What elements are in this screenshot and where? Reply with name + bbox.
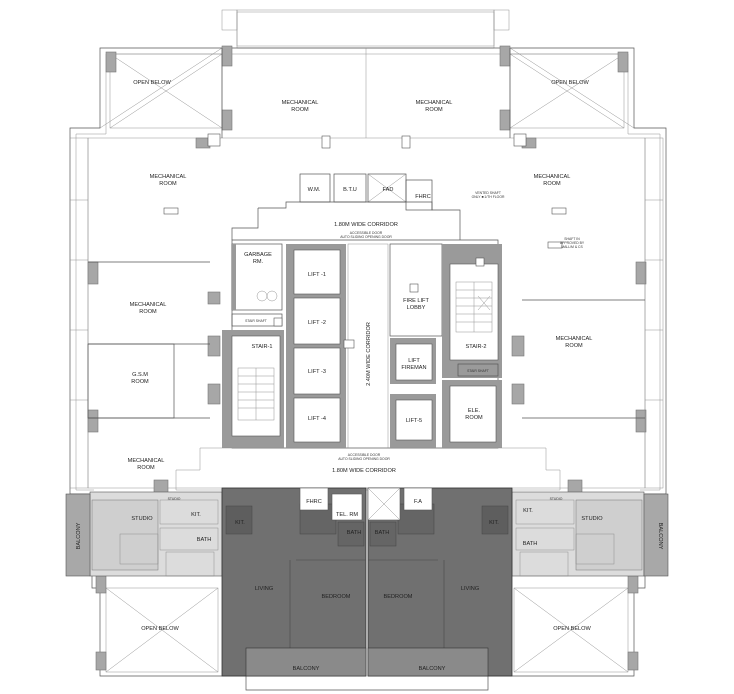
label-fire-lobby-1: FIRE LIFT [403,298,429,304]
equipment-markers [163,133,567,349]
label-corridor-vertical: 2.40M WIDE CORRIDOR [366,322,372,386]
balcony-side-right [643,493,669,577]
apartment-left [221,487,367,677]
label-fhrc-bottom: FHRC [306,499,322,505]
mech-partitions [87,48,645,419]
label-btu: B.T.U [343,187,357,193]
label-mech-right-2a: MECHANICAL [556,336,593,342]
tag-studio-right: STUDIO [550,497,563,501]
label-mech-right-1a: MECHANICAL [534,174,571,180]
label-stair-shaft-left: STAIR SHAFT [245,319,267,323]
note-access-top-1: ACCESSIBLE DOOR [350,231,383,235]
stair-1-treads [237,367,275,421]
label-mech-top-right-1: MECHANICAL [416,100,453,106]
side-frames [69,137,664,489]
label-ele-room-1: ELE. [468,408,481,414]
note-shaft-right-1: SHAFT IN [564,237,580,241]
label-lift-5: LIFT-5 [406,418,422,424]
label-bath-right: BATH [523,541,538,547]
label-wm: W.M. [308,187,321,193]
diagonal-beams [99,47,635,129]
label-lift-3: LIFT -3 [308,369,326,375]
label-mech-left-2a: MECHANICAL [130,302,167,308]
label-lift-2: LIFT -2 [308,320,326,326]
label-bath-left: BATH [197,537,212,543]
label-kit-right: KIT. [523,508,533,514]
label-studio-left: STUDIO [131,516,153,522]
label-open-below-tl: OPEN BELOW [133,80,171,86]
bottom-core-rooms [299,487,433,521]
label-balcony-side-left: BALCONY [76,522,82,549]
label-balcony-bottom-right: BALCONY [419,666,446,672]
note-access-bottom-2: AUTO SLIDING OPENING DOOR [338,457,390,461]
label-stair-1: STAIR-1 [251,344,272,350]
label-corridor-bottom: 1.80M WIDE CORRIDOR [332,468,396,474]
label-ele-room-2: ROOM [465,415,483,421]
label-stair-shaft-right: STAIR SHAFT [467,369,489,373]
label-open-below-bl: OPEN BELOW [141,626,179,632]
label-tel-rm: TEL. RM [336,512,358,518]
note-access-top-2: AUTO SLIDING OPENING DOOR [340,235,392,239]
balcony-side-left [65,493,91,577]
open-below-br [513,587,629,673]
label-garbage-2: RM. [253,259,264,265]
studio-right [511,491,645,577]
note-shaft-top-2: ONLY ■ 1/TH FLOOR [472,195,505,199]
label-kit-unit-left: KIT. [235,520,245,526]
label-kit-left: KIT. [191,512,201,518]
label-fire-lobby-2: LOBBY [407,305,426,311]
label-open-below-tr: OPEN BELOW [551,80,589,86]
stair-2-treads [455,281,493,333]
label-fhrc-top: FHRC [415,194,431,200]
label-mech-left-2b: ROOM [139,309,157,315]
label-open-below-br: OPEN BELOW [553,626,591,632]
label-mech-left-3b: ROOM [137,465,155,471]
label-living-right: LIVING [461,586,479,592]
note-access-bottom-1: ACCESSIBLE DOOR [348,453,381,457]
label-fa: F.A [414,499,422,505]
label-mech-top-left-2: ROOM [291,107,309,113]
label-lift-fireman-2: FIREMAN [401,365,426,371]
label-lift-4: LIFT -4 [308,416,326,422]
tag-studio-left: STUDIO [168,497,181,501]
label-mech-left-3a: MECHANICAL [128,458,165,464]
label-mech-right-2b: ROOM [565,343,583,349]
label-balcony-bottom-left: BALCONY [293,666,320,672]
label-garbage-1: GARBAGE [244,252,272,258]
label-mech-right-1b: ROOM [543,181,561,187]
label-lift-1: LIFT -1 [308,272,326,278]
label-kit-unit-right: KIT. [489,520,499,526]
note-shaft-right-3: MALL/M & CS [561,245,583,249]
label-corridor-top: 1.80M WIDE CORRIDOR [334,222,398,228]
open-below-bl [105,587,219,673]
label-bath-unit-left: BATH [347,530,362,536]
room-labels: OPEN BELOW OPEN BELOW OPEN BELOW OPEN BE… [76,80,663,672]
note-shaft-right-2: APPROVED BY [560,241,585,245]
open-below-tl [109,53,223,129]
label-fad: FAD [383,187,394,193]
columns [87,45,647,671]
note-shaft-top-1: VENTED SHAFT [475,191,501,195]
core [175,173,561,491]
open-below-tr [509,53,625,129]
label-mech-top-right-2: ROOM [425,107,443,113]
label-mech-left-1a: MECHANICAL [150,174,187,180]
label-gsm-1: G.S.M [132,372,148,378]
label-studio-right: STUDIO [581,516,603,522]
label-bedroom-left: BEDROOM [322,594,351,600]
label-bath-unit-right: BATH [375,530,390,536]
label-lift-fireman-1: LIFT [408,358,420,364]
apartment-right [367,487,513,677]
label-bedroom-right: BEDROOM [384,594,413,600]
label-stair-2: STAIR-2 [465,344,486,350]
label-mech-top-left-1: MECHANICAL [282,100,319,106]
label-mech-left-1b: ROOM [159,181,177,187]
label-living-left: LIVING [255,586,273,592]
studio-left [89,491,223,577]
label-balcony-side-right: BALCONY [657,523,663,550]
label-gsm-2: ROOM [131,379,149,385]
